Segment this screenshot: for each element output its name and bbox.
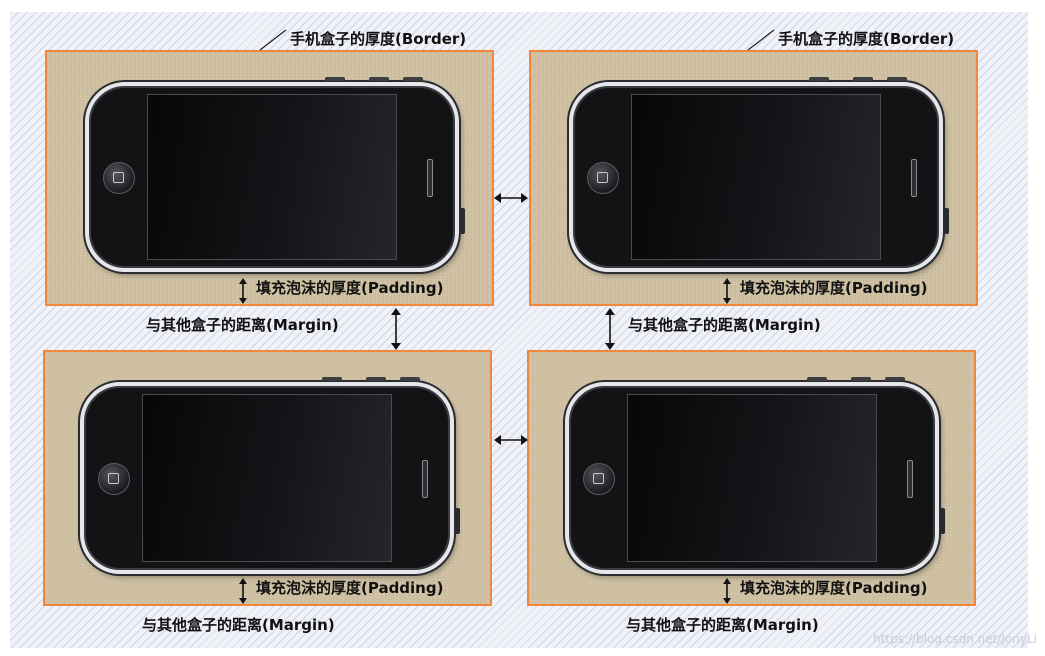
- padding-arrow-icon: [239, 278, 247, 304]
- volume-button: [366, 377, 386, 381]
- volume-button: [809, 77, 829, 81]
- volume-button: [885, 377, 905, 381]
- phone-box-bottom-left: [43, 350, 492, 606]
- home-button-icon: [103, 162, 135, 194]
- padding-label: 填充泡沫的厚度(Padding): [256, 279, 444, 297]
- home-button-icon: [98, 463, 130, 495]
- phone-screen: [142, 394, 392, 562]
- speaker-slot: [907, 460, 913, 498]
- border-label: 手机盒子的厚度(Border): [290, 30, 467, 48]
- phone: [80, 377, 460, 574]
- phone-screen: [147, 94, 397, 260]
- speaker-slot: [422, 460, 428, 498]
- margin-label: 与其他盒子的距离(Margin): [628, 316, 821, 334]
- speaker-slot: [427, 159, 433, 197]
- margin-label: 与其他盒子的距离(Margin): [626, 616, 819, 634]
- speaker-slot: [911, 159, 917, 197]
- margin-arrow-icon: [494, 435, 528, 445]
- volume-button: [322, 377, 342, 381]
- padding-label: 填充泡沫的厚度(Padding): [740, 579, 928, 597]
- phone-box-top-right: [529, 50, 978, 306]
- power-button: [941, 508, 945, 534]
- phone-screen: [631, 94, 881, 260]
- phone-screen: [627, 394, 877, 562]
- volume-button: [403, 77, 423, 81]
- volume-button: [369, 77, 389, 81]
- home-button-icon: [587, 162, 619, 194]
- padding-arrow-icon: [723, 578, 731, 604]
- volume-button: [325, 77, 345, 81]
- border-leader-line: [259, 29, 287, 51]
- phone-box-bottom-right: [527, 350, 976, 606]
- volume-button: [853, 77, 873, 81]
- border-leader-line: [747, 29, 775, 51]
- phone: [565, 377, 945, 574]
- watermark: https://blog.csdn.net/JonyLi: [873, 632, 1037, 646]
- margin-arrow-icon: [494, 193, 528, 203]
- margin-label: 与其他盒子的距离(Margin): [142, 616, 335, 634]
- margin-arrow-icon: [605, 308, 615, 350]
- power-button: [945, 208, 949, 234]
- power-button: [461, 208, 465, 234]
- margin-label: 与其他盒子的距离(Margin): [146, 316, 339, 334]
- volume-button: [887, 77, 907, 81]
- power-button: [456, 508, 460, 534]
- volume-button: [400, 377, 420, 381]
- volume-button: [807, 377, 827, 381]
- padding-label: 填充泡沫的厚度(Padding): [740, 279, 928, 297]
- home-button-icon: [583, 463, 615, 495]
- phone: [85, 77, 465, 272]
- phone: [569, 77, 949, 272]
- border-label: 手机盒子的厚度(Border): [778, 30, 955, 48]
- padding-arrow-icon: [239, 578, 247, 604]
- padding-arrow-icon: [723, 278, 731, 304]
- phone-box-top-left: [45, 50, 494, 306]
- volume-button: [851, 377, 871, 381]
- margin-arrow-icon: [391, 308, 401, 350]
- padding-label: 填充泡沫的厚度(Padding): [256, 579, 444, 597]
